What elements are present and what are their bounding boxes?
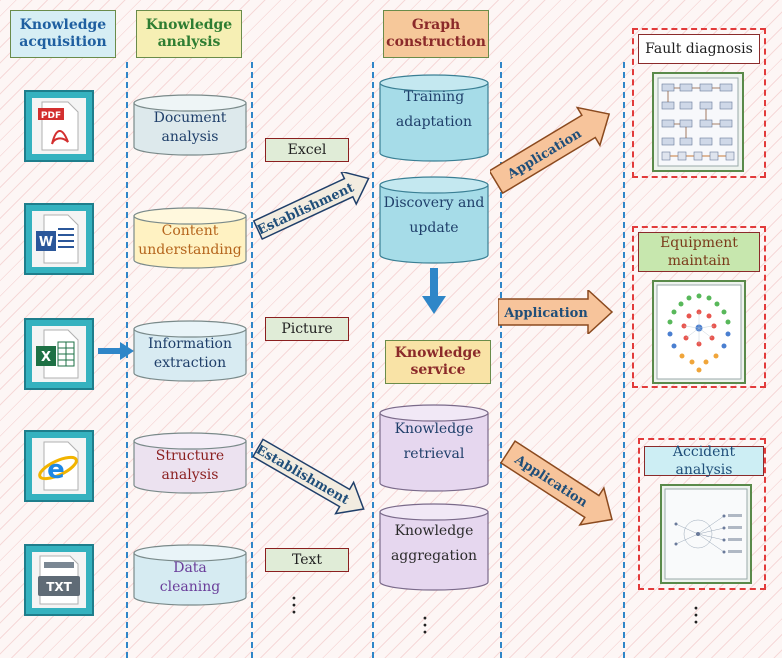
separator-line	[500, 62, 502, 658]
header-knowledge-acquisition: Knowledge acquisition	[10, 10, 116, 58]
svg-text:Application: Application	[503, 306, 588, 321]
structure-analysis-cylinder	[133, 432, 247, 494]
data-type-text: Text	[265, 548, 349, 572]
fault-diagnosis-graph-image	[652, 72, 744, 172]
separator-line	[623, 62, 625, 658]
fault-diagnosis-title: Fault diagnosis	[638, 34, 760, 64]
flow-arrow	[98, 342, 134, 360]
svg-text:PDF: PDF	[41, 111, 61, 121]
application-arrow: Application	[500, 440, 613, 526]
data-type-excel: Excel	[265, 138, 349, 162]
fault-diagnosis-panel: Fault diagnosis	[632, 28, 766, 178]
header-knowledge-service: Knowledge service	[385, 340, 491, 384]
excel-file-icon: X	[24, 318, 94, 390]
accident-analysis-graph-image	[660, 484, 752, 584]
header-knowledge-analysis: Knowledge analysis	[136, 10, 242, 58]
equipment-maintain-graph-image	[652, 280, 746, 384]
svg-text:W: W	[39, 235, 53, 250]
separator-line	[372, 62, 374, 658]
word-file-icon: W	[24, 203, 94, 275]
ie-browser-icon: e	[24, 430, 94, 502]
establishment-arrow: Establishment	[251, 438, 365, 515]
continuation-dots: ···	[421, 607, 429, 646]
svg-text:X: X	[41, 350, 51, 365]
svg-text:Establishment: Establishment	[255, 180, 356, 238]
accident-analysis-panel: Accident analysis	[638, 438, 766, 590]
equipment-maintain-title: Equipment maintain	[638, 232, 760, 272]
data-type-picture: Picture	[265, 317, 349, 341]
svg-text:TXT: TXT	[46, 580, 72, 594]
separator-line	[251, 62, 253, 658]
knowledge-aggregation-cylinder	[379, 503, 489, 591]
document-analysis-cylinder	[133, 94, 247, 156]
discovery-update-cylinder	[379, 176, 489, 264]
establishment-arrow: Establishment	[252, 172, 370, 241]
header-graph-construction: Graph construction	[383, 10, 489, 58]
svg-text:Establishment: Establishment	[253, 443, 351, 508]
down-arrow	[422, 268, 446, 314]
information-extraction-cylinder	[133, 320, 247, 382]
training-adaptation-cylinder	[379, 74, 489, 162]
continuation-dots: ···	[692, 597, 700, 636]
separator-line	[126, 62, 128, 658]
continuation-dots: ···	[290, 587, 298, 626]
pdf-file-icon: PDF	[24, 90, 94, 162]
application-arrow: Application	[498, 290, 614, 334]
knowledge-retrieval-cylinder	[379, 404, 489, 492]
equipment-maintain-panel: Equipment maintain	[632, 226, 766, 388]
svg-text:e: e	[47, 455, 65, 485]
content-understanding-cylinder	[133, 207, 247, 269]
application-arrow: Application	[490, 106, 611, 195]
txt-file-icon: TXT	[24, 544, 94, 616]
data-cleaning-cylinder	[133, 544, 247, 606]
accident-analysis-title: Accident analysis	[644, 444, 764, 478]
